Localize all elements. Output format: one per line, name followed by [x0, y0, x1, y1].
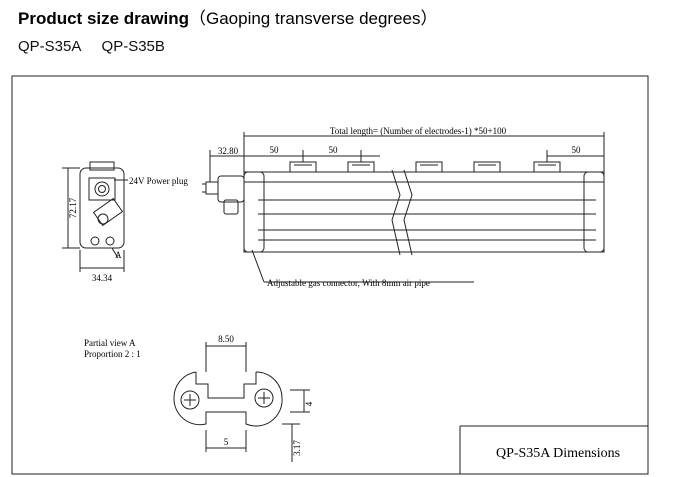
caption-label: QP-S35A Dimensions	[496, 446, 620, 461]
view-a-marker: A	[115, 250, 122, 260]
page-title: Product size drawing（Gaoping transverse …	[18, 4, 438, 29]
title-sub: （Gaoping transverse degrees）	[188, 9, 438, 28]
dim-width-label: 34.34	[92, 273, 113, 283]
dim-pitch-end-label: 50	[572, 145, 582, 155]
dim-slot-bottom-label: 5	[224, 437, 229, 447]
dim-offset-label: 32.80	[218, 146, 239, 156]
side-view	[62, 161, 128, 272]
dim-slot-depth-label: 4	[304, 401, 314, 406]
front-view	[202, 132, 605, 283]
gas-connector-label: Adjustable gas connector, With 8mm air p…	[267, 278, 430, 288]
dim-slot-height-label: 3.17	[292, 440, 302, 456]
partial-view-scale: Proportion 2 : 1	[84, 349, 141, 359]
title-main: Product size drawing	[18, 9, 189, 28]
model-list: QP-S35A QP-S35B	[18, 38, 181, 55]
model-a: QP-S35A	[18, 38, 82, 55]
power-plug-label: 24V Power plug	[129, 176, 188, 186]
dim-pitch-2-label: 50	[329, 145, 339, 155]
drawing-frame	[11, 75, 649, 475]
partial-view	[173, 342, 310, 462]
dim-height-label: 72.17	[68, 197, 78, 218]
partial-view-title: Partial view A	[84, 338, 136, 348]
model-b: QP-S35B	[101, 38, 165, 55]
dim-slot-width-label: 8.50	[218, 334, 234, 344]
dim-total-length: Total length= (Number of electrodes-1) *…	[330, 126, 507, 136]
dim-pitch-1-label: 50	[270, 145, 280, 155]
